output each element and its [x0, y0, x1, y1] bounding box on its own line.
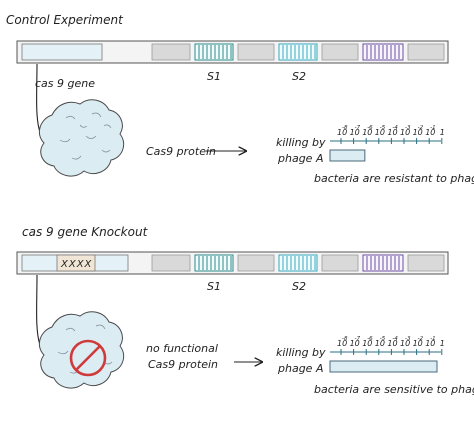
knockout-title: cas 9 gene Knockout: [22, 225, 149, 239]
cas9-gene-block-disrupted: [21, 254, 129, 272]
control-protein-label: Cas9 protein: [146, 145, 216, 158]
knockout-result: bacteria are sensitive to phage: [314, 383, 474, 396]
knockout-assay-label-1: killing by: [276, 346, 326, 359]
control-result: bacteria are resistant to phage: [314, 172, 474, 185]
spacer-s1-block: [194, 43, 234, 61]
scale-tick-label: 1: [440, 128, 445, 137]
scale-tick-label: 10: [413, 339, 423, 348]
repeat-block: [407, 254, 445, 272]
repeat-block: [151, 254, 191, 272]
spacer-s1-block: [194, 254, 234, 272]
scale-tick-label: 10: [425, 128, 435, 137]
no-sign-icon: [69, 339, 107, 377]
scale-tick-label: 10: [400, 339, 410, 348]
repeat-block: [237, 254, 275, 272]
scale-tick-label: 10: [387, 128, 397, 137]
repeat-block: [407, 43, 445, 61]
scale-tick-exponent: -2: [418, 125, 424, 131]
scale-tick-label: 10: [375, 128, 385, 137]
control-killing-bar: [329, 149, 366, 162]
repeat-block: [237, 43, 275, 61]
scale-tick-label: 10: [425, 339, 435, 348]
scale-tick-label: 10: [375, 339, 385, 348]
scale-tick-exponent: -2: [418, 336, 424, 342]
control-title: Control Experiment: [6, 13, 124, 27]
control-protein-blob: [38, 99, 125, 177]
scale-tick-exponent: -8: [342, 125, 348, 131]
scale-tick-exponent: -1: [430, 336, 435, 342]
scale-tick-label: 10: [350, 128, 360, 137]
knockout-protein-label-2: Cas9 protein: [148, 358, 218, 371]
repeat-block: [321, 43, 359, 61]
spacer-s3-block: [362, 254, 404, 272]
scale-tick-exponent: -6: [367, 336, 373, 342]
scale-tick-label: 10: [350, 339, 360, 348]
scale-tick-exponent: -3: [405, 125, 411, 131]
control-spacer2-label: S2: [292, 70, 306, 83]
spacer-s2-block: [278, 254, 318, 272]
scale-tick-exponent: -1: [430, 125, 435, 131]
control-assay-label-1: killing by: [276, 136, 326, 149]
knockout-protein-label-1: no functional: [146, 342, 218, 355]
scale-tick-exponent: -4: [392, 125, 398, 131]
knockout-spacer1-label: S1: [207, 280, 221, 293]
spacer-s3-block: [362, 43, 404, 61]
scale-tick-exponent: -5: [380, 125, 386, 131]
scale-tick-exponent: -4: [392, 336, 398, 342]
control-assay-label-2: phage A: [277, 152, 323, 165]
scale-tick-label: 10: [337, 339, 347, 348]
knockout-marker: XXXX: [60, 259, 93, 270]
knockout-assay-label-2: phage A: [277, 362, 323, 375]
scale-tick-label: 10: [387, 339, 397, 348]
scale-tick-exponent: -5: [380, 336, 386, 342]
scale-tick-label: 10: [362, 339, 372, 348]
control-spacer1-label: S1: [207, 70, 221, 83]
scale-tick-exponent: -6: [367, 125, 373, 131]
scale-tick-exponent: -3: [405, 336, 411, 342]
knockout-protein-blob: [38, 311, 125, 389]
scale-tick-label: 10: [413, 128, 423, 137]
knockout-gene-strip: XXXX: [16, 251, 449, 275]
control-gene-strip: [16, 40, 449, 64]
scale-tick-label: 10: [400, 128, 410, 137]
repeat-block: [321, 254, 359, 272]
control-gene-label: cas 9 gene: [35, 77, 95, 90]
knockout-spacer2-label: S2: [292, 280, 306, 293]
cas9-gene-block: [21, 43, 103, 61]
scale-tick-label: 10: [362, 128, 372, 137]
scale-tick-label: 1: [440, 339, 445, 348]
scale-tick-exponent: -7: [355, 125, 361, 131]
spacer-s2-block: [278, 43, 318, 61]
repeat-block: [151, 43, 191, 61]
scale-tick-exponent: -7: [355, 336, 361, 342]
scale-tick-label: 10: [337, 128, 347, 137]
scale-tick-exponent: -8: [342, 336, 348, 342]
knockout-killing-bar: [329, 360, 438, 373]
